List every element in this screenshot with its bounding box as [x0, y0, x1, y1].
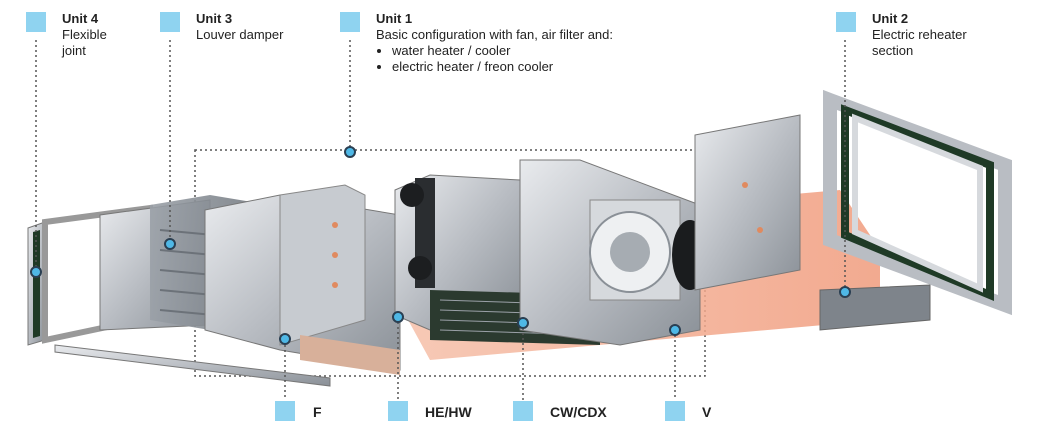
- heater-marker: [388, 401, 408, 421]
- unit2-line-1: Electric reheater: [872, 27, 967, 42]
- cooler-callout-dot: [517, 317, 529, 329]
- fan-marker: [665, 401, 685, 421]
- unit4-title: Unit 4: [62, 11, 99, 26]
- unit3-marker: [160, 12, 180, 32]
- transition-section: [694, 114, 801, 291]
- unit1-marker: [340, 12, 360, 32]
- fan-section: [519, 159, 708, 346]
- unit3-title: Unit 3: [196, 11, 233, 26]
- unit1-boundary: [194, 149, 706, 377]
- unit4-line-1: Flexible: [62, 27, 107, 42]
- unit3-callout-dot: [164, 238, 176, 250]
- unit1-bullets: water heater / cooler electric heater / …: [376, 43, 613, 75]
- unit2-label: Unit 2 Electric reheater section: [872, 11, 967, 59]
- unit4-marker: [26, 12, 46, 32]
- unit1-label: Unit 1 Basic configuration with fan, air…: [376, 11, 613, 75]
- unit4-line-2: joint: [62, 43, 86, 58]
- unit3-line-1: Louver damper: [196, 27, 284, 42]
- unit1-callout-dot: [344, 146, 356, 158]
- unit1-bullet-1: water heater / cooler: [392, 43, 613, 59]
- fan-callout-dot: [669, 324, 681, 336]
- callout-lines: [35, 40, 846, 400]
- unit3-label: Unit 3 Louver damper: [196, 11, 283, 43]
- filter-label: F: [313, 404, 322, 420]
- heater-label: HE/HW: [425, 404, 472, 420]
- fan-label: V: [702, 404, 712, 420]
- filter-section: [204, 184, 401, 375]
- heater-callout-dot: [392, 311, 404, 323]
- cooler-marker: [513, 401, 533, 421]
- unit2-line-2: section: [872, 43, 914, 58]
- unit4-label: Unit 4 Flexible joint: [62, 11, 107, 59]
- unit1-bullet-2: electric heater / freon cooler: [392, 59, 613, 75]
- filter-marker: [275, 401, 295, 421]
- unit1-title: Unit 1: [376, 11, 413, 26]
- unit1-line-1: Basic configuration with fan, air filter…: [376, 27, 614, 42]
- unit2-callout-dot: [839, 286, 851, 298]
- unit2-marker: [836, 12, 856, 32]
- unit2-title: Unit 2: [872, 11, 909, 26]
- unit4-callout-dot: [30, 266, 42, 278]
- filter-callout-dot: [279, 333, 291, 345]
- cooler-label: CW/CDX: [550, 404, 607, 420]
